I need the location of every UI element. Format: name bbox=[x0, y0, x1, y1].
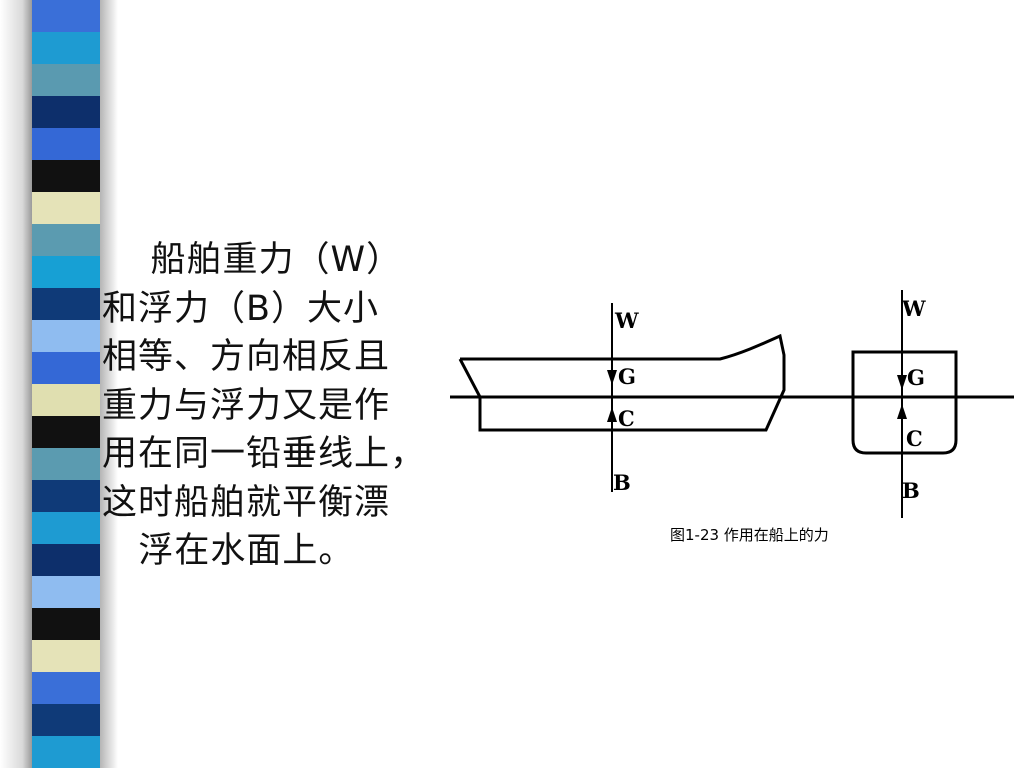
right-g-arrowhead bbox=[897, 375, 907, 390]
stripe-band bbox=[32, 96, 100, 129]
left-label-c: C bbox=[618, 406, 635, 431]
stripe-shadow bbox=[100, 0, 118, 768]
slide-body-text: 船舶重力（W） 和浮力（B）大小 相等、方向相反且 重力与浮力又是作 用在同一铅… bbox=[102, 240, 427, 571]
stripe-band bbox=[32, 704, 100, 737]
stripe-band bbox=[32, 224, 100, 257]
stripe-band bbox=[32, 288, 100, 321]
stripe-band bbox=[32, 0, 100, 33]
stripe-band bbox=[32, 736, 100, 768]
stripe-band bbox=[32, 256, 100, 289]
right-label-b: B bbox=[902, 478, 920, 503]
stripe-band bbox=[32, 64, 100, 97]
left-ship: W G C B bbox=[458, 303, 786, 495]
stripe-band bbox=[32, 544, 100, 577]
stripe-band bbox=[32, 608, 100, 641]
right-c-arrowhead bbox=[897, 404, 907, 419]
left-label-g: G bbox=[618, 364, 636, 389]
left-label-w: W bbox=[614, 308, 639, 333]
left-ship-hull bbox=[458, 333, 786, 432]
stripe-band bbox=[32, 672, 100, 705]
right-ship: W G C B bbox=[851, 290, 958, 518]
decorative-stripe-bar bbox=[32, 0, 100, 768]
ship-forces-diagram: W G C B W G C B 图1-23 作用在船上的力 bbox=[450, 290, 1014, 544]
stripe-band bbox=[32, 320, 100, 353]
left-g-arrowhead bbox=[607, 370, 617, 385]
stripe-band bbox=[32, 416, 100, 449]
figure-caption: 图1-23 作用在船上的力 bbox=[670, 526, 829, 544]
stripe-band bbox=[32, 512, 100, 545]
right-label-c: C bbox=[906, 426, 923, 451]
stripe-band bbox=[32, 448, 100, 481]
right-label-g: G bbox=[907, 365, 925, 390]
stripe-band bbox=[32, 192, 100, 225]
stripe-band bbox=[32, 32, 100, 65]
stripe-band bbox=[32, 640, 100, 673]
stripe-band bbox=[32, 352, 100, 385]
right-ship-hull bbox=[851, 350, 958, 455]
stripe-band bbox=[32, 384, 100, 417]
left-label-b: B bbox=[613, 470, 631, 495]
stripe-band bbox=[32, 128, 100, 161]
right-label-w: W bbox=[901, 296, 926, 321]
stripe-band bbox=[32, 480, 100, 513]
left-c-arrowhead bbox=[607, 407, 617, 422]
left-gutter bbox=[0, 0, 32, 768]
stripe-band bbox=[32, 160, 100, 193]
stripe-band bbox=[32, 576, 100, 609]
